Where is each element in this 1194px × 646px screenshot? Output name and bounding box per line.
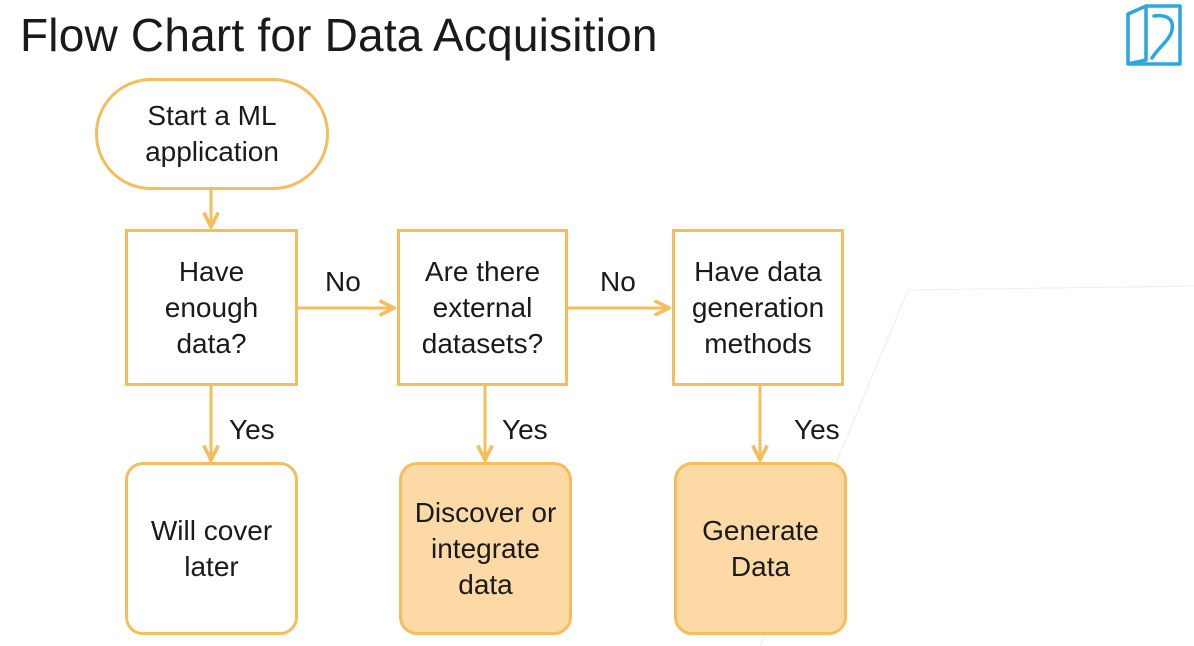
decision-generation-methods: Have data generation methods	[672, 229, 844, 386]
label-yes-1: Yes	[229, 414, 275, 445]
label-no-1: No	[325, 266, 361, 297]
outcome-cover-later: Will cover later	[125, 462, 298, 635]
label-yes-2: Yes	[502, 414, 548, 445]
outcome-generate-data: Generate Data	[674, 462, 847, 635]
start-node: Start a ML application	[95, 78, 329, 190]
decision-enough-data: Have enough data?	[125, 229, 298, 386]
decision-external-datasets: Are there external datasets?	[397, 229, 568, 386]
page-title: Flow Chart for Data Acquisition	[20, 9, 658, 61]
faint-guide-line	[907, 285, 1194, 291]
label-yes-3: Yes	[794, 414, 840, 445]
label-no-2: No	[600, 266, 636, 297]
outcome-discover-integrate: Discover or integrate data	[399, 462, 572, 635]
book-logo-icon	[1126, 4, 1182, 66]
